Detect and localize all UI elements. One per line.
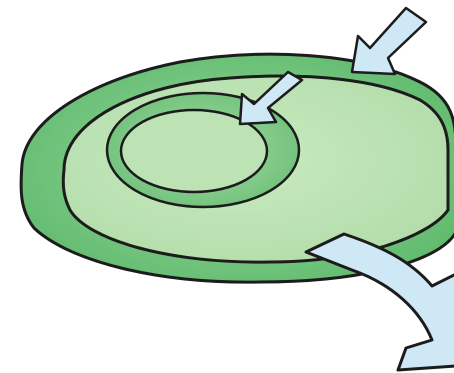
arrow-out-of-rings [304,232,454,372]
inner-ring [119,108,269,194]
arrow-into-inner-ring [238,70,304,126]
arrow-into-outer-ring [350,6,428,76]
